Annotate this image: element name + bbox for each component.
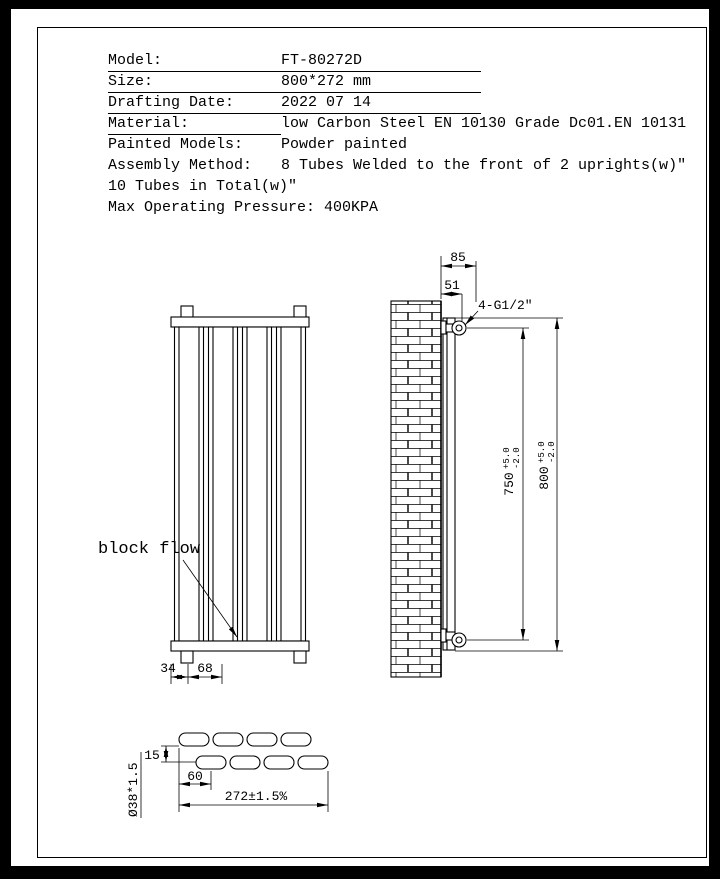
sheet-border: [37, 27, 707, 858]
dim-85-label: 85: [450, 250, 466, 265]
dim-750-tol-plus: +5.0: [502, 447, 512, 469]
tube-size-label: Ø38*1.5: [126, 762, 141, 817]
pipe-connection-bottom-inner: [455, 636, 463, 644]
radiator-panels: [173, 326, 307, 642]
dim-800-tol-minus: -2.0: [547, 441, 557, 463]
tube-oval: [246, 732, 278, 747]
tube-oval: [263, 755, 295, 770]
dim-800-tol-plus: +5.0: [537, 441, 547, 463]
spec-row: Material: low Carbon Steel EN 10130 Grad…: [108, 113, 687, 135]
spec-note-tubes-total: 10 Tubes in Total(w)″: [108, 178, 298, 195]
spec-label: Material:: [108, 113, 281, 135]
spec-value: 800*272 mm: [281, 71, 481, 93]
spec-value: 8 Tubes Welded to the front of 2 upright…: [281, 157, 687, 174]
dim-60: 60: [179, 769, 212, 790]
spec-value: low Carbon Steel EN 10130 Grade Dc01.EN …: [281, 115, 687, 132]
spec-value: Powder painted: [281, 136, 408, 153]
dim-800: 800 +5.0 -2.0: [455, 317, 563, 652]
spec-row: Drafting Date: 2022 07 14: [108, 92, 686, 114]
spec-value: FT-80272D: [281, 50, 481, 72]
tube-oval: [178, 732, 210, 747]
mount-tab: [293, 650, 307, 664]
dim-750-label: 750: [502, 472, 517, 495]
mount-tab: [293, 305, 307, 319]
top-view: 15 60 Ø38*1.5 272±1.5%: [126, 732, 329, 818]
spec-row: Assembly Method: 8 Tubes Welded to the f…: [108, 155, 686, 176]
dim-34-label: 34: [160, 661, 176, 676]
dim-750-tol-minus: -2.0: [512, 447, 522, 469]
spec-value: 2022 07 14: [281, 92, 481, 114]
spec-row: Painted Models: Powder painted: [108, 134, 686, 155]
dim-750: 750 +5.0 -2.0: [467, 327, 529, 641]
side-view: 85 51 4-G1/2″ 750 +5.0 -2: [390, 250, 563, 678]
tube-row-front: [178, 732, 312, 747]
dim-800-label: 800: [537, 466, 552, 489]
wall-bracket: [440, 628, 447, 643]
block-flow-callout: block flow: [98, 540, 238, 638]
tube-row-back: [195, 755, 329, 770]
dim-15-label: 15: [144, 748, 160, 763]
mount-tab: [180, 305, 194, 319]
dim-34-68: 34 68: [160, 661, 223, 684]
tube-oval: [297, 755, 329, 770]
tube-oval: [280, 732, 312, 747]
thread-callout: 4-G1/2″: [464, 298, 533, 326]
dim-15: 15: [144, 745, 196, 763]
dim-51: 51: [441, 278, 463, 321]
spec-label: Size:: [108, 71, 281, 93]
wall-section: [390, 300, 442, 678]
dim-60-label: 60: [187, 769, 203, 784]
front-view: 34 68 block flow: [98, 305, 310, 684]
spec-label: Painted Models:: [108, 136, 244, 153]
spec-label: Model:: [108, 50, 281, 72]
block-flow-label: block flow: [98, 540, 201, 559]
tube-oval: [212, 732, 244, 747]
tube-oval: [229, 755, 261, 770]
tube-size-callout: Ø38*1.5: [126, 752, 142, 818]
pipe-connection-top-inner: [455, 324, 463, 332]
page: [11, 9, 709, 866]
spec-note-max-pressure: Max Operating Pressure: 400KPA: [108, 199, 379, 216]
dim-272: 272±1.5%: [178, 748, 329, 812]
radiator-side-profile: [442, 317, 456, 651]
dim-51-label: 51: [444, 278, 460, 293]
thread-callout-label: 4-G1/2″: [478, 298, 533, 313]
spec-table: Model: FT-80272D Size: 800*272 mm Drafti…: [108, 50, 686, 218]
top-header-bar: [170, 316, 310, 328]
wall-bracket: [440, 320, 447, 335]
tube-oval: [195, 755, 227, 770]
bottom-header-bar: [170, 640, 310, 652]
spec-label: Drafting Date:: [108, 92, 281, 114]
spec-row: Model: FT-80272D: [108, 50, 686, 72]
mount-tab: [180, 650, 194, 664]
dim-68-label: 68: [197, 661, 213, 676]
spec-row: Size: 800*272 mm: [108, 71, 686, 93]
dim-272-label: 272±1.5%: [225, 789, 288, 804]
spec-label: Assembly Method:: [108, 157, 253, 174]
